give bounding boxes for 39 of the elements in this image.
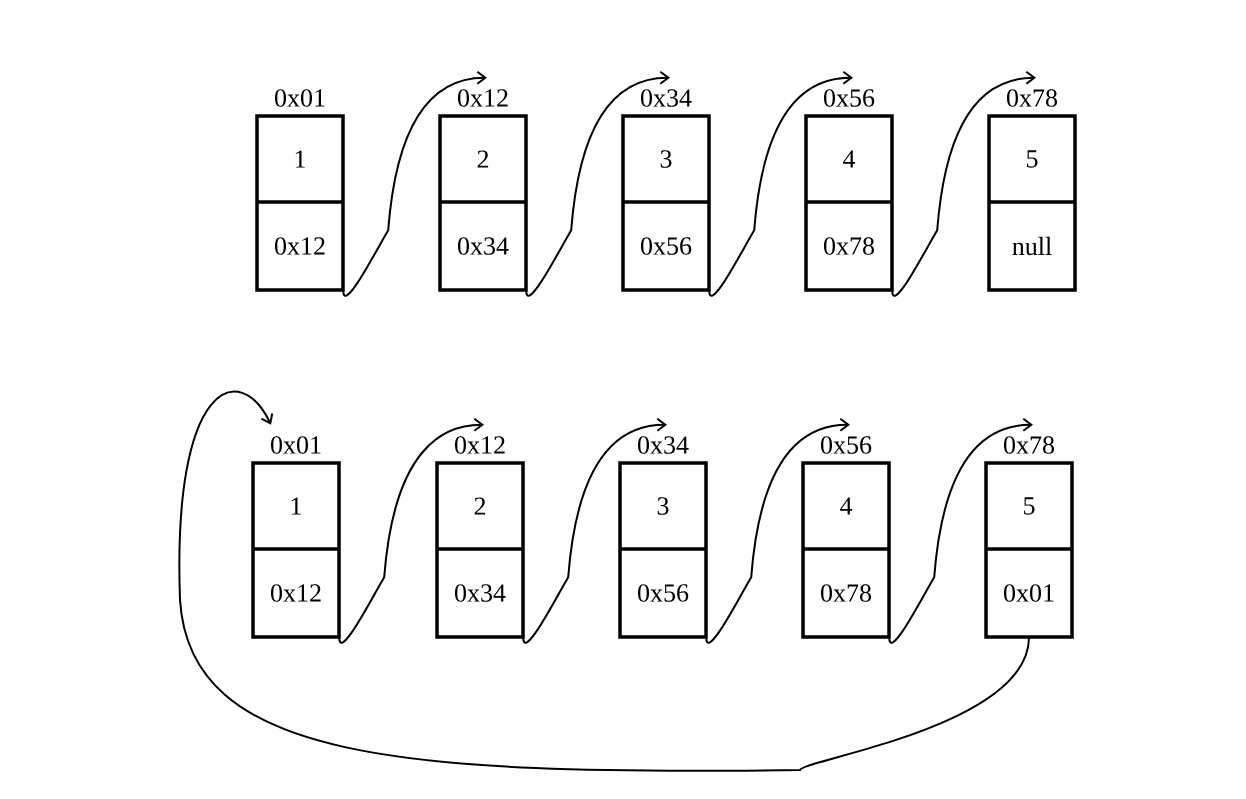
arrow xyxy=(178,390,1030,772)
arrow xyxy=(342,70,487,297)
pointer-text: 0x34 xyxy=(458,237,509,255)
address-label: 0x01 xyxy=(275,89,325,107)
address-label: 0x56 xyxy=(824,89,875,107)
value-text: 2 xyxy=(474,497,486,515)
address-label: 0x12 xyxy=(458,89,508,107)
value-text: 4 xyxy=(840,497,853,515)
pointer-text: 0x56 xyxy=(638,584,689,602)
address-label: 0x78 xyxy=(1007,89,1057,107)
address-label: 0x12 xyxy=(455,436,505,454)
pointer-text: 0x12 xyxy=(271,584,321,602)
address-label: 0x34 xyxy=(638,436,689,454)
address-label: 0x78 xyxy=(1004,436,1054,454)
arrow xyxy=(705,417,850,644)
pointer-text: 0x78 xyxy=(824,237,874,255)
pointer-text: 0x56 xyxy=(641,237,692,255)
value-text: 3 xyxy=(657,497,669,515)
pointer-text: 0x34 xyxy=(455,584,506,602)
pointer-text: 0x12 xyxy=(275,237,325,255)
value-text: 1 xyxy=(291,497,301,515)
pointer-text: 0x78 xyxy=(821,584,871,602)
pointer-text: null xyxy=(1012,236,1052,256)
arrow xyxy=(891,70,1036,297)
address-label: 0x34 xyxy=(641,89,692,107)
arrow xyxy=(888,417,1033,644)
value-text: 3 xyxy=(660,150,672,168)
arrow xyxy=(338,417,484,644)
arrow xyxy=(522,417,667,644)
address-label: 0x01 xyxy=(271,436,321,454)
value-text: 1 xyxy=(295,150,305,168)
value-text: 5 xyxy=(1024,497,1035,515)
arrow xyxy=(525,70,670,297)
value-text: 5 xyxy=(1027,150,1038,168)
pointer-text: 0x01 xyxy=(1004,584,1054,602)
value-text: 4 xyxy=(843,150,856,168)
value-text: 2 xyxy=(477,150,489,168)
arrow xyxy=(708,70,853,297)
address-label: 0x56 xyxy=(821,436,872,454)
